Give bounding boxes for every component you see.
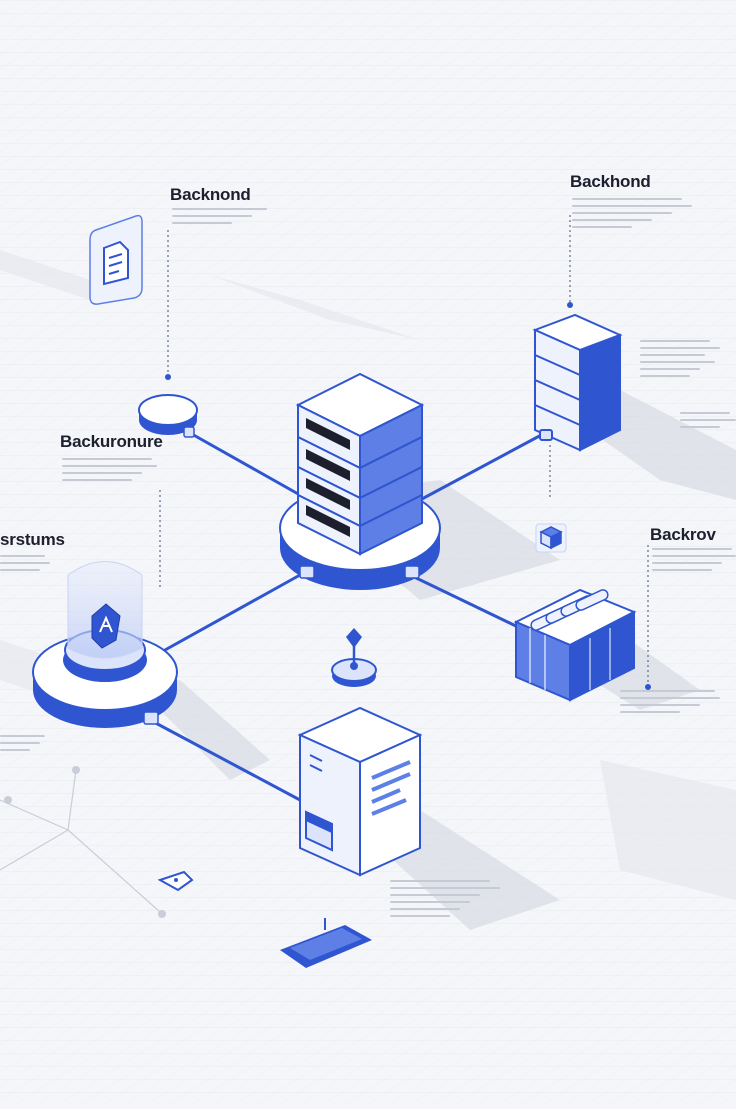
description-lines [390,880,500,922]
description-lines [572,198,692,233]
label-mid-left: Backuronure [60,432,163,451]
connectors [148,431,547,802]
description-lines [680,412,736,433]
description-lines [0,735,48,756]
label-right-mid: Backrov [650,525,716,544]
faint-network [0,769,161,913]
tower-server [297,706,423,877]
description-lines [640,340,730,382]
document-icon [89,214,143,305]
warning-icon [157,870,194,892]
leader-lines [159,215,649,685]
shield-icon [91,603,121,649]
small-node [138,394,198,438]
description-lines [62,458,158,486]
leader-dots [165,302,651,690]
description-lines [620,690,720,718]
storage-icon [513,588,637,702]
location-pin-icon [331,628,377,687]
description-lines [0,555,50,576]
package-icon [535,523,567,553]
label-top-right: Backhond [570,172,651,191]
label-top-left: Backnond [170,185,251,204]
description-lines [172,208,272,229]
chip-icon [280,918,372,968]
faint-network-dots [4,766,166,918]
server-rack-icon [295,372,425,556]
description-lines [652,548,736,576]
server-icon [532,313,623,452]
label-left-edge: srstums [0,530,65,549]
